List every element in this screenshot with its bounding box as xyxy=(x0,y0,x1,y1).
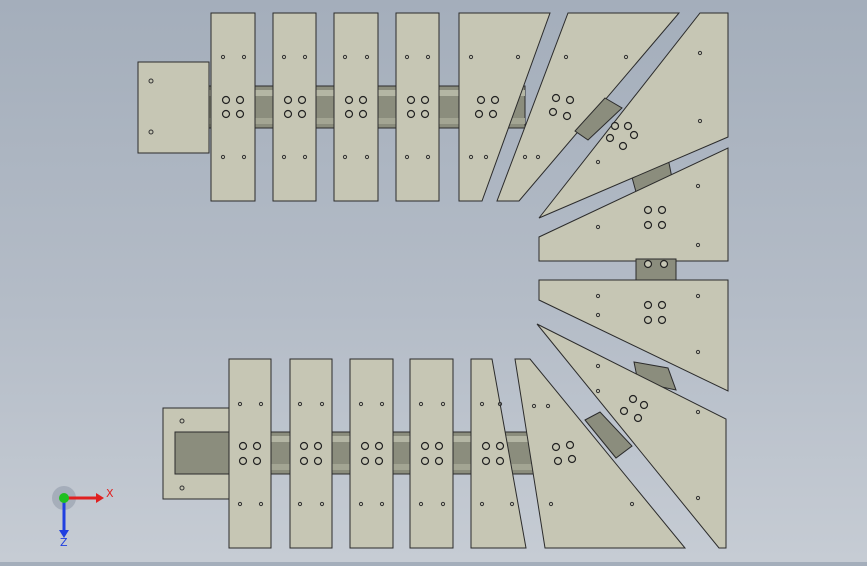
y-axis-dot xyxy=(59,493,69,503)
mounting-holes xyxy=(220,50,703,507)
x-axis-label: X xyxy=(106,487,114,500)
center-connector[interactable] xyxy=(635,258,677,284)
bottom-plate-5-tapered[interactable] xyxy=(470,358,527,549)
bottom-plate-8-wedge[interactable] xyxy=(536,323,727,549)
top-end-plate[interactable] xyxy=(137,61,210,154)
view-orientation-triad[interactable]: X Z xyxy=(44,484,124,549)
top-plate-6-tapered[interactable] xyxy=(496,12,681,202)
z-axis-label: Z xyxy=(60,536,68,548)
curve-segment-upper[interactable] xyxy=(574,97,673,193)
top-plate-7-wedge[interactable] xyxy=(538,12,729,219)
top-plate-1[interactable] xyxy=(210,12,256,202)
top-plate-3[interactable] xyxy=(333,12,379,202)
top-plate-4[interactable] xyxy=(395,12,440,202)
x-axis-arrowhead xyxy=(96,493,104,503)
bottom-plate-3[interactable] xyxy=(349,358,394,549)
top-plate-5-tapered[interactable] xyxy=(458,12,551,202)
bottom-plate-2[interactable] xyxy=(289,358,333,549)
top-plate-2[interactable] xyxy=(272,12,317,202)
top-plate-8-wedge[interactable] xyxy=(538,147,729,262)
bottom-plate-1[interactable] xyxy=(228,358,272,549)
bottom-plate-7-wedge[interactable] xyxy=(538,279,729,392)
bolt-hole-patterns xyxy=(221,93,669,466)
bottom-plate-4[interactable] xyxy=(409,358,454,549)
bottom-plate-6-tapered[interactable] xyxy=(514,358,687,549)
z-axis-arrowhead xyxy=(59,530,69,538)
bottom-end-plate[interactable] xyxy=(162,407,231,500)
